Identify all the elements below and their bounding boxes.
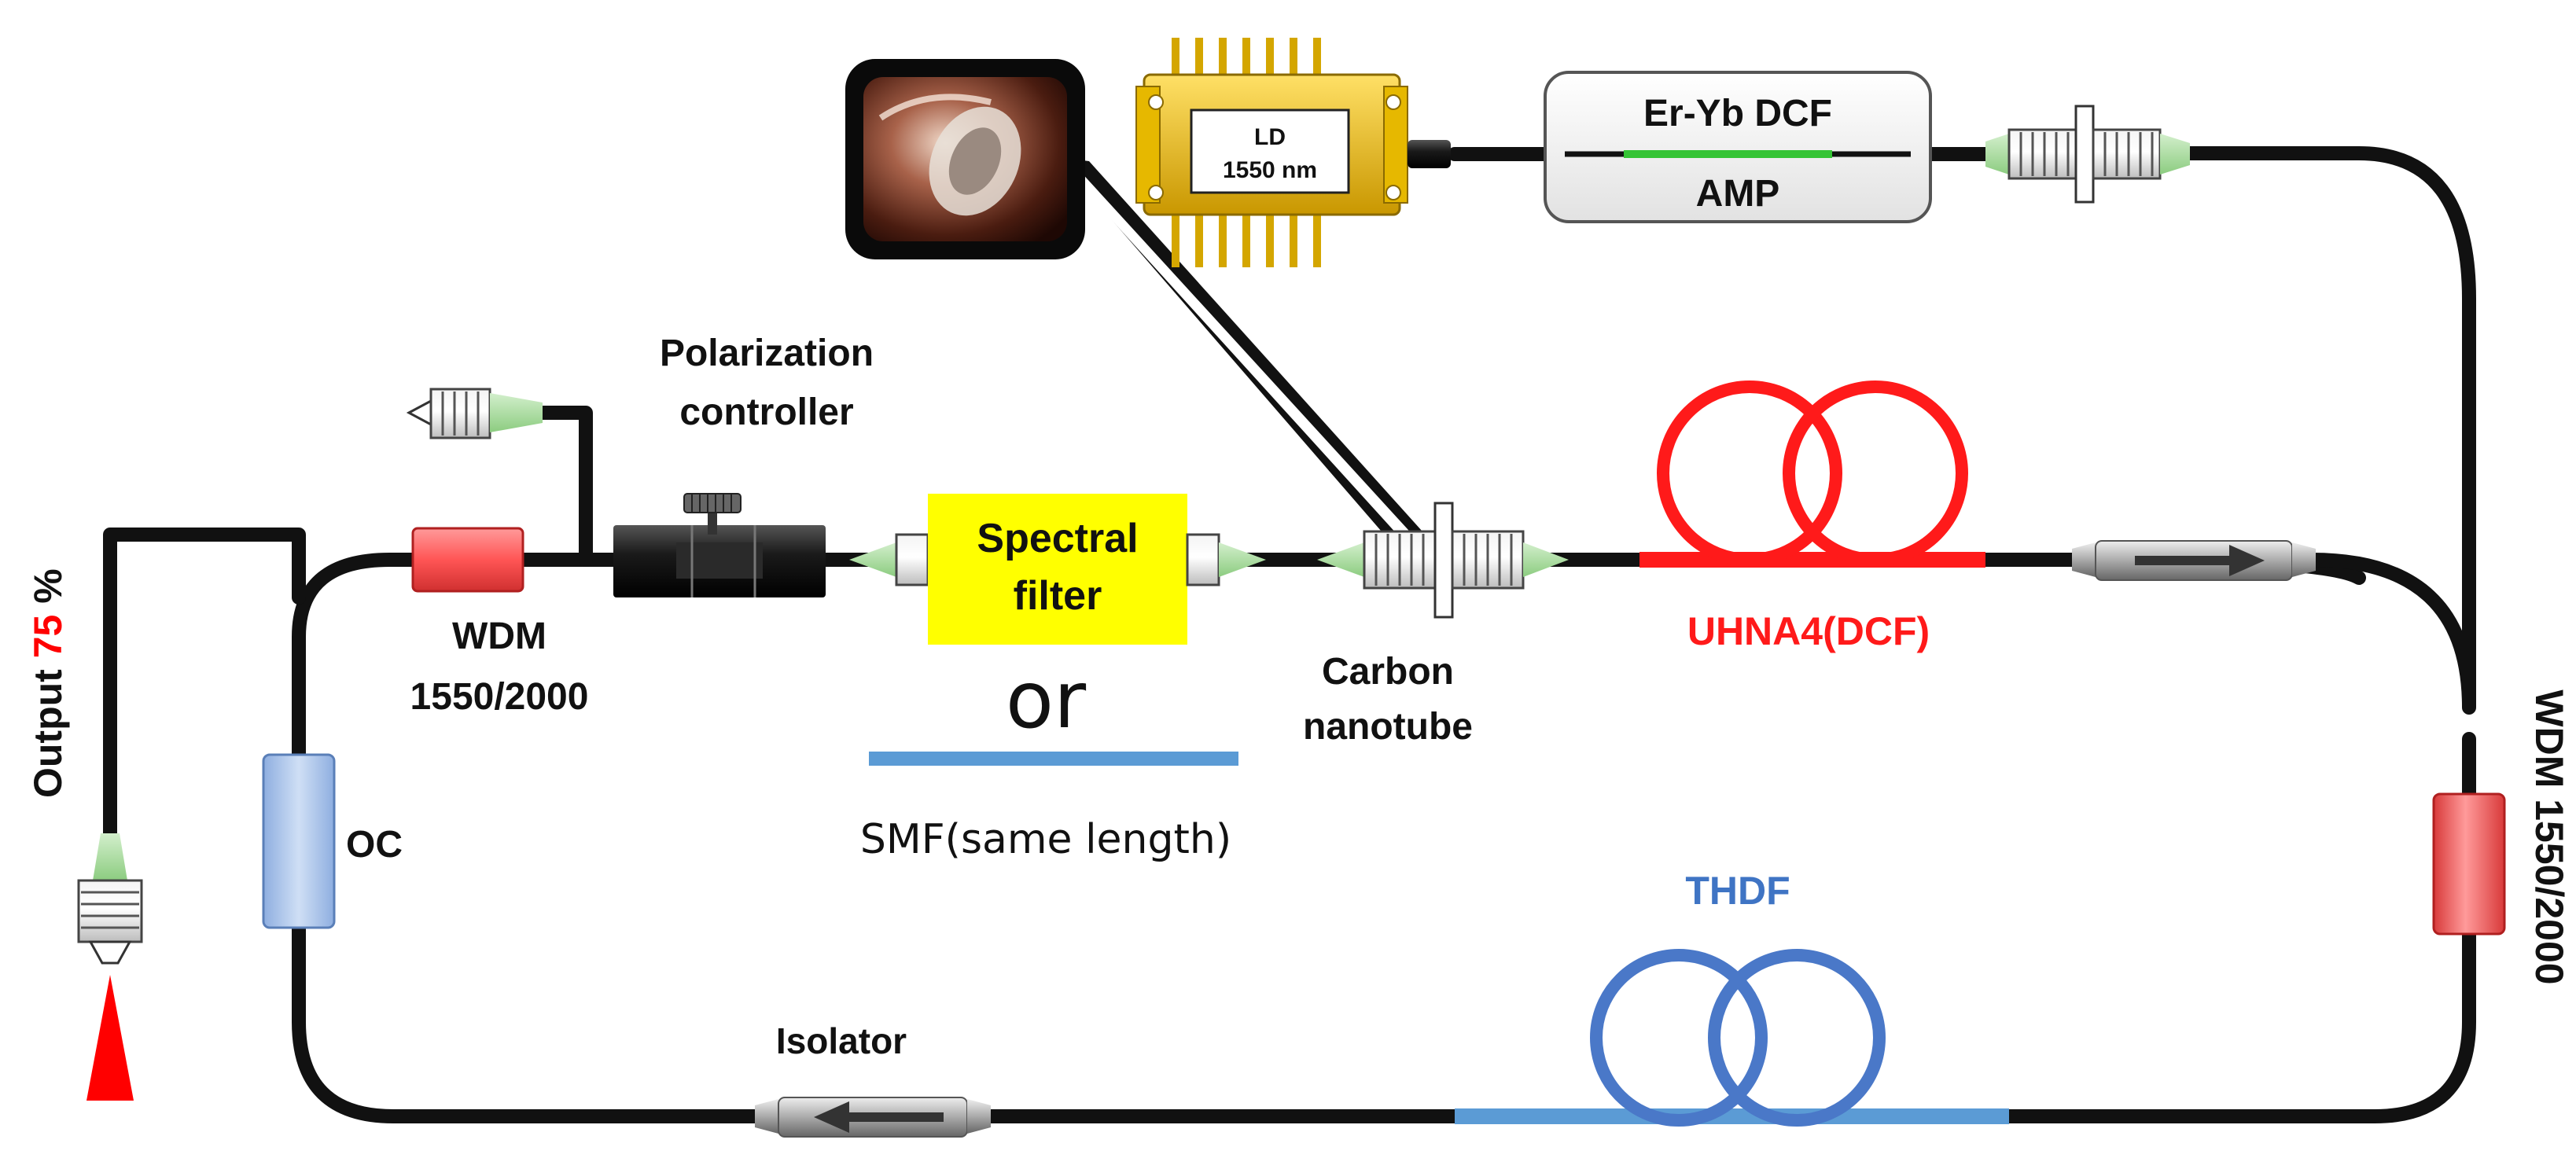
or-label: or bbox=[1006, 654, 1087, 746]
connector-top-right bbox=[1985, 105, 2190, 204]
amp-box bbox=[1544, 71, 1932, 223]
cnt-label-line1: Carbon bbox=[1322, 651, 1454, 693]
spectral-filter: Spectral filter bbox=[849, 494, 1266, 645]
thdf-label: THDF bbox=[1685, 869, 1790, 913]
cnt-label-line2: nanotube bbox=[1303, 706, 1473, 748]
output-connector bbox=[77, 833, 143, 965]
er-yb-amplifier: Er-Yb DCF AMP bbox=[1544, 71, 1932, 223]
fiber-main-loop bbox=[292, 552, 2476, 1123]
spectral-filter-label-line2: filter bbox=[1014, 573, 1102, 619]
wdm-left-label-line2: 1550/2000 bbox=[410, 676, 589, 718]
ld-label-line1: LD bbox=[1254, 124, 1286, 150]
wdm-left-label-line1: WDM bbox=[452, 616, 546, 657]
cnt-connector bbox=[1317, 502, 1569, 619]
output-label-value: 75 bbox=[26, 615, 70, 659]
optical-coupler bbox=[262, 753, 336, 929]
polarization-label-line2: controller bbox=[679, 392, 853, 433]
wdm-right bbox=[2432, 792, 2506, 936]
ld-label-line2: 1550 nm bbox=[1223, 157, 1317, 183]
fiber-wdm-branch bbox=[534, 406, 593, 567]
polarization-controller bbox=[613, 493, 826, 597]
output-label: Output 75 % bbox=[26, 568, 70, 798]
ld-label-plate bbox=[1190, 108, 1350, 194]
output-arrow-icon bbox=[86, 975, 134, 1101]
oc-label: OC bbox=[346, 824, 403, 866]
fiber-right-loop bbox=[2183, 146, 2476, 715]
isolator-upper-arrow bbox=[2229, 545, 2265, 576]
thdf-coil bbox=[1590, 949, 1886, 1127]
uhna4-label: UHNA4(DCF) bbox=[1687, 609, 1930, 653]
uhna4-coil bbox=[1657, 380, 1968, 566]
isolator-lower bbox=[755, 1097, 991, 1138]
polarization-label-line1: Polarization bbox=[660, 333, 874, 374]
spectral-filter-box bbox=[928, 494, 1187, 645]
isolator-lower-arrow bbox=[814, 1101, 849, 1133]
isolator-upper bbox=[2072, 540, 2316, 581]
output-label-prefix: Output bbox=[26, 658, 70, 798]
ld-laser-diode: LD 1550 nm bbox=[1135, 38, 1451, 267]
amp-label-top: Er-Yb DCF bbox=[1643, 93, 1832, 134]
wdm-right-label: WDM 1550/2000 bbox=[2527, 689, 2571, 984]
amp-label-bottom: AMP bbox=[1696, 173, 1780, 215]
fiber-output-branch bbox=[103, 528, 306, 840]
cnt-photo-group bbox=[845, 59, 1443, 566]
output-label-suffix: % bbox=[26, 568, 70, 614]
photo-beam-inner bbox=[1063, 167, 1433, 561]
smf-label: SMF(same length) bbox=[860, 816, 1231, 863]
wdm-left bbox=[411, 527, 524, 593]
isolator-label: Isolator bbox=[776, 1020, 907, 1061]
connector-branch-end bbox=[406, 388, 543, 439]
spectral-filter-label-line1: Spectral bbox=[977, 516, 1138, 561]
